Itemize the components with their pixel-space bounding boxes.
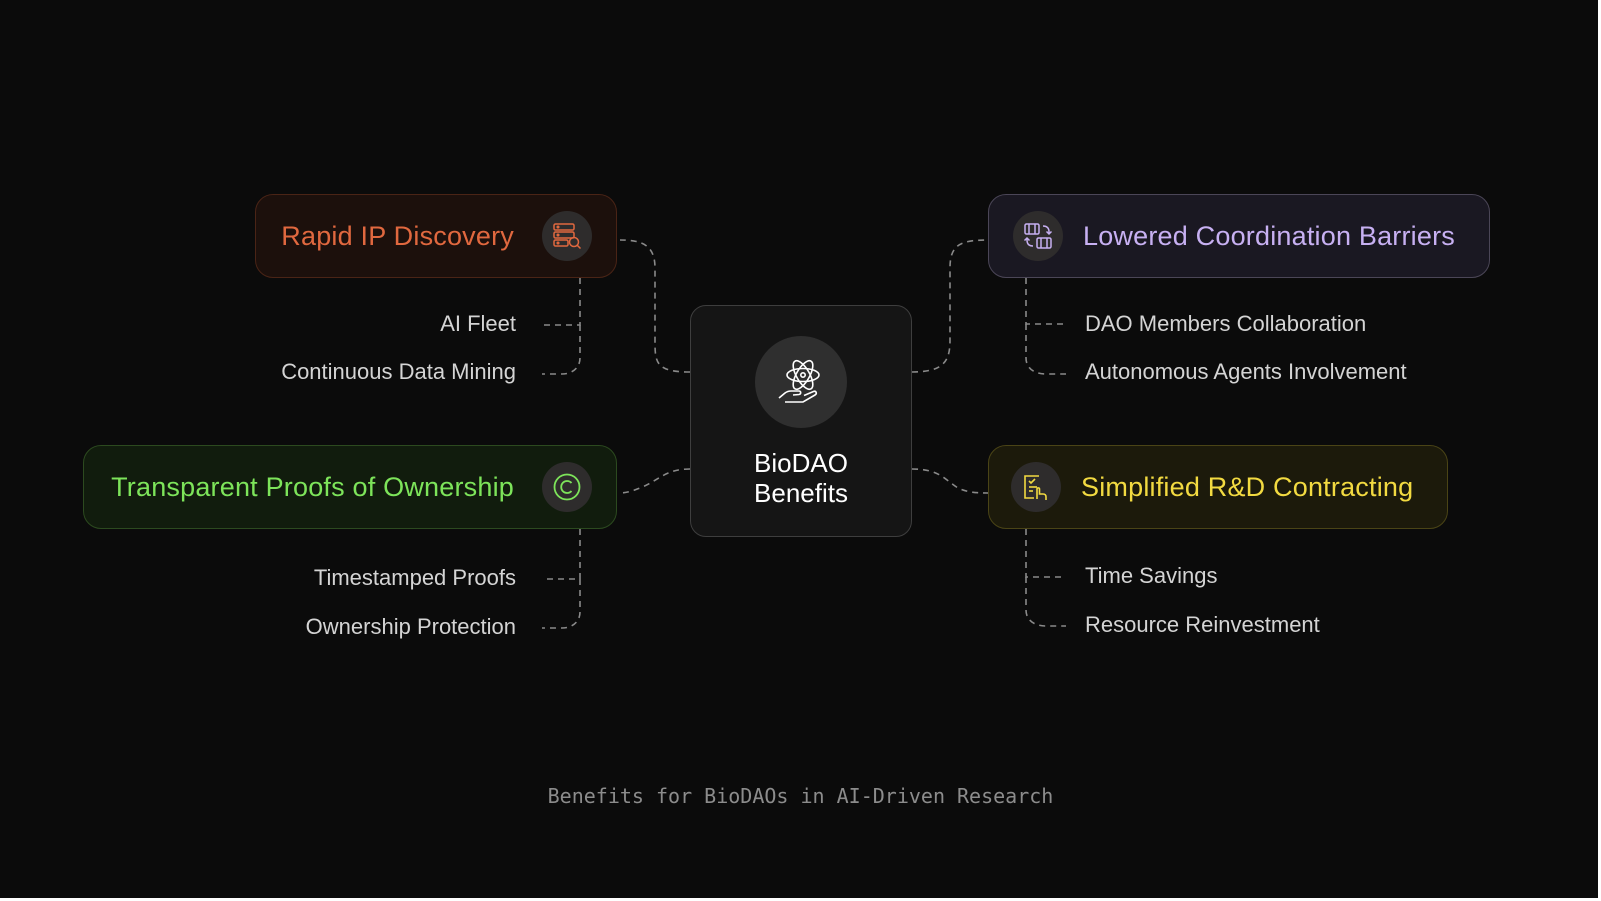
sub-item-time-savings: Time Savings: [1085, 563, 1218, 588]
connector-center-simplified: [911, 468, 989, 494]
connector-rapid-data-mining: [542, 325, 581, 375]
branch-title: Transparent Proofs of Ownership: [111, 471, 514, 502]
center-title-line1: BioDAO: [754, 448, 848, 478]
sub-item-continuous-data-mining: Continuous Data Mining: [281, 359, 516, 384]
copyright-icon: [542, 462, 592, 512]
connector-rapid-ai-fleet: [542, 278, 581, 326]
branch-title: Lowered Coordination Barriers: [1083, 220, 1455, 251]
sub-item-dao-members-collaboration: DAO Members Collaboration: [1085, 311, 1367, 336]
database-search-icon: [542, 211, 592, 261]
center-title: BioDAO Benefits: [691, 448, 911, 508]
sub-item-timestamped-proofs: Timestamped Proofs: [313, 565, 516, 590]
connector-lowered-agents: [1025, 324, 1066, 375]
center-node: BioDAO Benefits: [690, 305, 912, 537]
sub-item-ai-fleet: AI Fleet: [440, 311, 516, 336]
edge-frame-bottom: [0, 898, 1601, 901]
connector-center-lowered: [911, 239, 989, 373]
sub-item-autonomous-agents: Autonomous Agents Involvement: [1085, 359, 1407, 384]
sub-item-resource-reinvestment: Resource Reinvestment: [1085, 612, 1320, 637]
center-title-line2: Benefits: [754, 478, 848, 508]
sub-item-ownership-protection: Ownership Protection: [305, 614, 516, 639]
figure-caption: Benefits for BioDAOs in AI-Driven Resear…: [547, 784, 1054, 808]
branch-title: Simplified R&D Contracting: [1081, 471, 1414, 502]
edge-frame-right: [1598, 0, 1601, 901]
contract-sign-icon: [1011, 462, 1061, 512]
exchange-boxes-icon: [1013, 211, 1063, 261]
branch-transparent-proofs: Transparent Proofs of Ownership: [83, 445, 617, 529]
connector-simplified-time: [1025, 529, 1066, 578]
connector-center-transparent: [617, 468, 691, 494]
atom-hand-icon: [755, 336, 847, 428]
branch-rapid-ip-discovery: Rapid IP Discovery: [255, 194, 617, 278]
connector-transparent-ownership: [542, 579, 581, 629]
connector-simplified-resource: [1025, 577, 1066, 627]
branch-simplified-contracting: Simplified R&D Contracting: [988, 445, 1448, 529]
connector-transparent-timestamped: [542, 529, 581, 580]
branch-title: Rapid IP Discovery: [281, 220, 514, 251]
connector-center-rapid: [619, 239, 691, 373]
branch-lowered-coordination: Lowered Coordination Barriers: [988, 194, 1490, 278]
connector-lowered-collaboration: [1025, 278, 1066, 325]
